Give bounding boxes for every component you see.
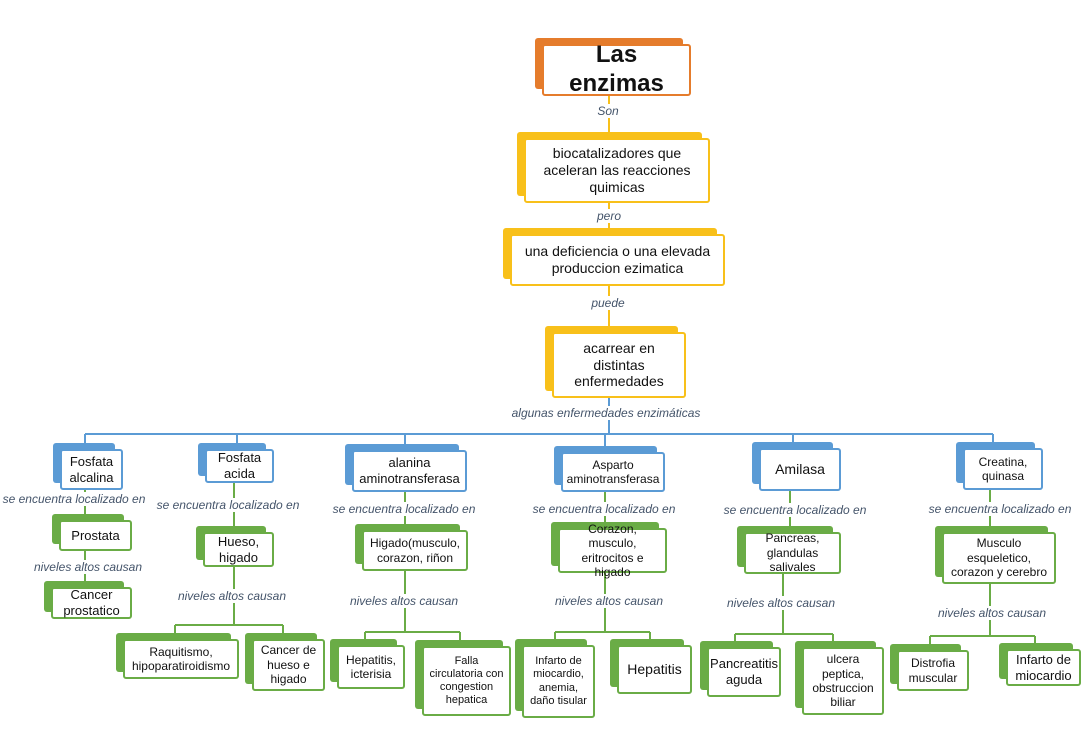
link-location: se encuentra localizado en <box>530 502 678 516</box>
disease-label: Pancreatitis aguda <box>707 647 781 697</box>
enzyme-node-asparto: Asparto aminotransferasa <box>554 446 665 492</box>
location-node: Higado(musculo, corazon, riñon <box>355 524 468 571</box>
disease-label: Hepatitis, icterisia <box>337 645 405 689</box>
root-label: Las enzimas <box>542 41 691 97</box>
link-son: Son <box>595 104 621 118</box>
deficiency-node: una deficiencia o una elevada produccion… <box>503 228 725 286</box>
disease-label: Distrofia muscular <box>897 650 969 691</box>
location-node: Hueso, higado <box>196 526 274 567</box>
link-location: se encuentra localizado en <box>330 502 478 516</box>
location-label: Corazon, musculo, eritrocitos e higado <box>558 522 667 579</box>
link-location: se encuentra localizado en <box>721 503 869 517</box>
location-label: Pancreas, glandulas salivales <box>744 531 841 574</box>
location-node: Prostata <box>52 514 132 551</box>
disease-node: Infarto de miocardio, anemia, daño tisul… <box>515 639 595 718</box>
link-puede: puede <box>589 296 627 310</box>
enzyme-label: Fosfata acida <box>205 449 274 483</box>
enzyme-node-fosfata-acida: Fosfata acida <box>198 443 274 483</box>
enzyme-node-alanina: alanina aminotransferasa <box>345 444 467 492</box>
enzyme-node-fosfata-alcalina: Fosfata alcalina <box>53 443 123 490</box>
link-causes: niveles altos causan <box>175 589 289 603</box>
disease-label: ulcera peptica, obstruccion biliar <box>802 647 884 715</box>
location-label: Prostata <box>59 520 132 551</box>
enzyme-label: Fosfata alcalina <box>60 449 123 490</box>
disease-node: Raquitismo, hipoparatiroidismo <box>116 633 239 679</box>
definition-node: biocatalizadores que aceleran las reacci… <box>517 132 710 203</box>
disease-node: Falla circulatoria con congestion hepati… <box>415 640 511 716</box>
location-node: Musculo esqueletico, corazon y cerebro <box>935 526 1056 584</box>
link-causes: niveles altos causan <box>724 596 838 610</box>
location-node: Corazon, musculo, eritrocitos e higado <box>551 522 667 579</box>
disease-node: Pancreatitis aguda <box>700 641 781 697</box>
deficiency-label: una deficiencia o una elevada produccion… <box>510 234 725 286</box>
disease-node: Hepatitis, icterisia <box>330 639 405 689</box>
disease-node: Infarto de miocardio <box>999 643 1081 686</box>
location-node: Pancreas, glandulas salivales <box>737 526 841 574</box>
enzyme-label: alanina aminotransferasa <box>352 450 467 492</box>
disease-node: Cancer de hueso e higado <box>245 633 325 691</box>
link-location: se encuentra localizado en <box>0 492 148 506</box>
link-pero: pero <box>594 209 624 223</box>
enzyme-node-amilasa: Amilasa <box>752 442 841 491</box>
disease-node: Hepatitis <box>610 639 692 694</box>
link-location: se encuentra localizado en <box>926 502 1074 516</box>
link-causes: niveles altos causan <box>347 594 461 608</box>
location-label: Hueso, higado <box>203 532 274 567</box>
location-label: Musculo esqueletico, corazon y cerebro <box>942 532 1056 584</box>
diseases-label: acarrear en distintas enfermedades <box>552 332 686 398</box>
diseases-node: acarrear en distintas enfermedades <box>545 326 686 398</box>
disease-node: ulcera peptica, obstruccion biliar <box>795 641 884 715</box>
disease-label: Infarto de miocardio, anemia, daño tisul… <box>522 645 595 718</box>
disease-label: Cancer de hueso e higado <box>252 639 325 691</box>
enzyme-label: Asparto aminotransferasa <box>561 452 665 492</box>
disease-label: Falla circulatoria con congestion hepati… <box>422 646 511 716</box>
disease-label: Raquitismo, hipoparatiroidismo <box>123 639 239 679</box>
definition-label: biocatalizadores que aceleran las reacci… <box>524 138 710 203</box>
enzyme-label: Creatina, quinasa <box>963 448 1043 490</box>
link-location: se encuentra localizado en <box>154 498 302 512</box>
disease-node: Cancer prostatico <box>44 581 132 619</box>
disease-node: Distrofia muscular <box>890 644 969 691</box>
link-causes: niveles altos causan <box>552 594 666 608</box>
enzyme-node-creatina: Creatina, quinasa <box>956 442 1043 490</box>
location-label: Higado(musculo, corazon, riñon <box>362 530 468 571</box>
link-causes: niveles altos causan <box>935 606 1049 620</box>
disease-label: Infarto de miocardio <box>1006 649 1081 686</box>
disease-label: Cancer prostatico <box>51 587 132 619</box>
link-algunas: algunas enfermedades enzimáticas <box>509 406 703 420</box>
enzyme-label: Amilasa <box>759 448 841 491</box>
root-node: Las enzimas <box>535 38 691 97</box>
link-causes: niveles altos causan <box>31 560 145 574</box>
disease-label: Hepatitis <box>617 645 692 694</box>
